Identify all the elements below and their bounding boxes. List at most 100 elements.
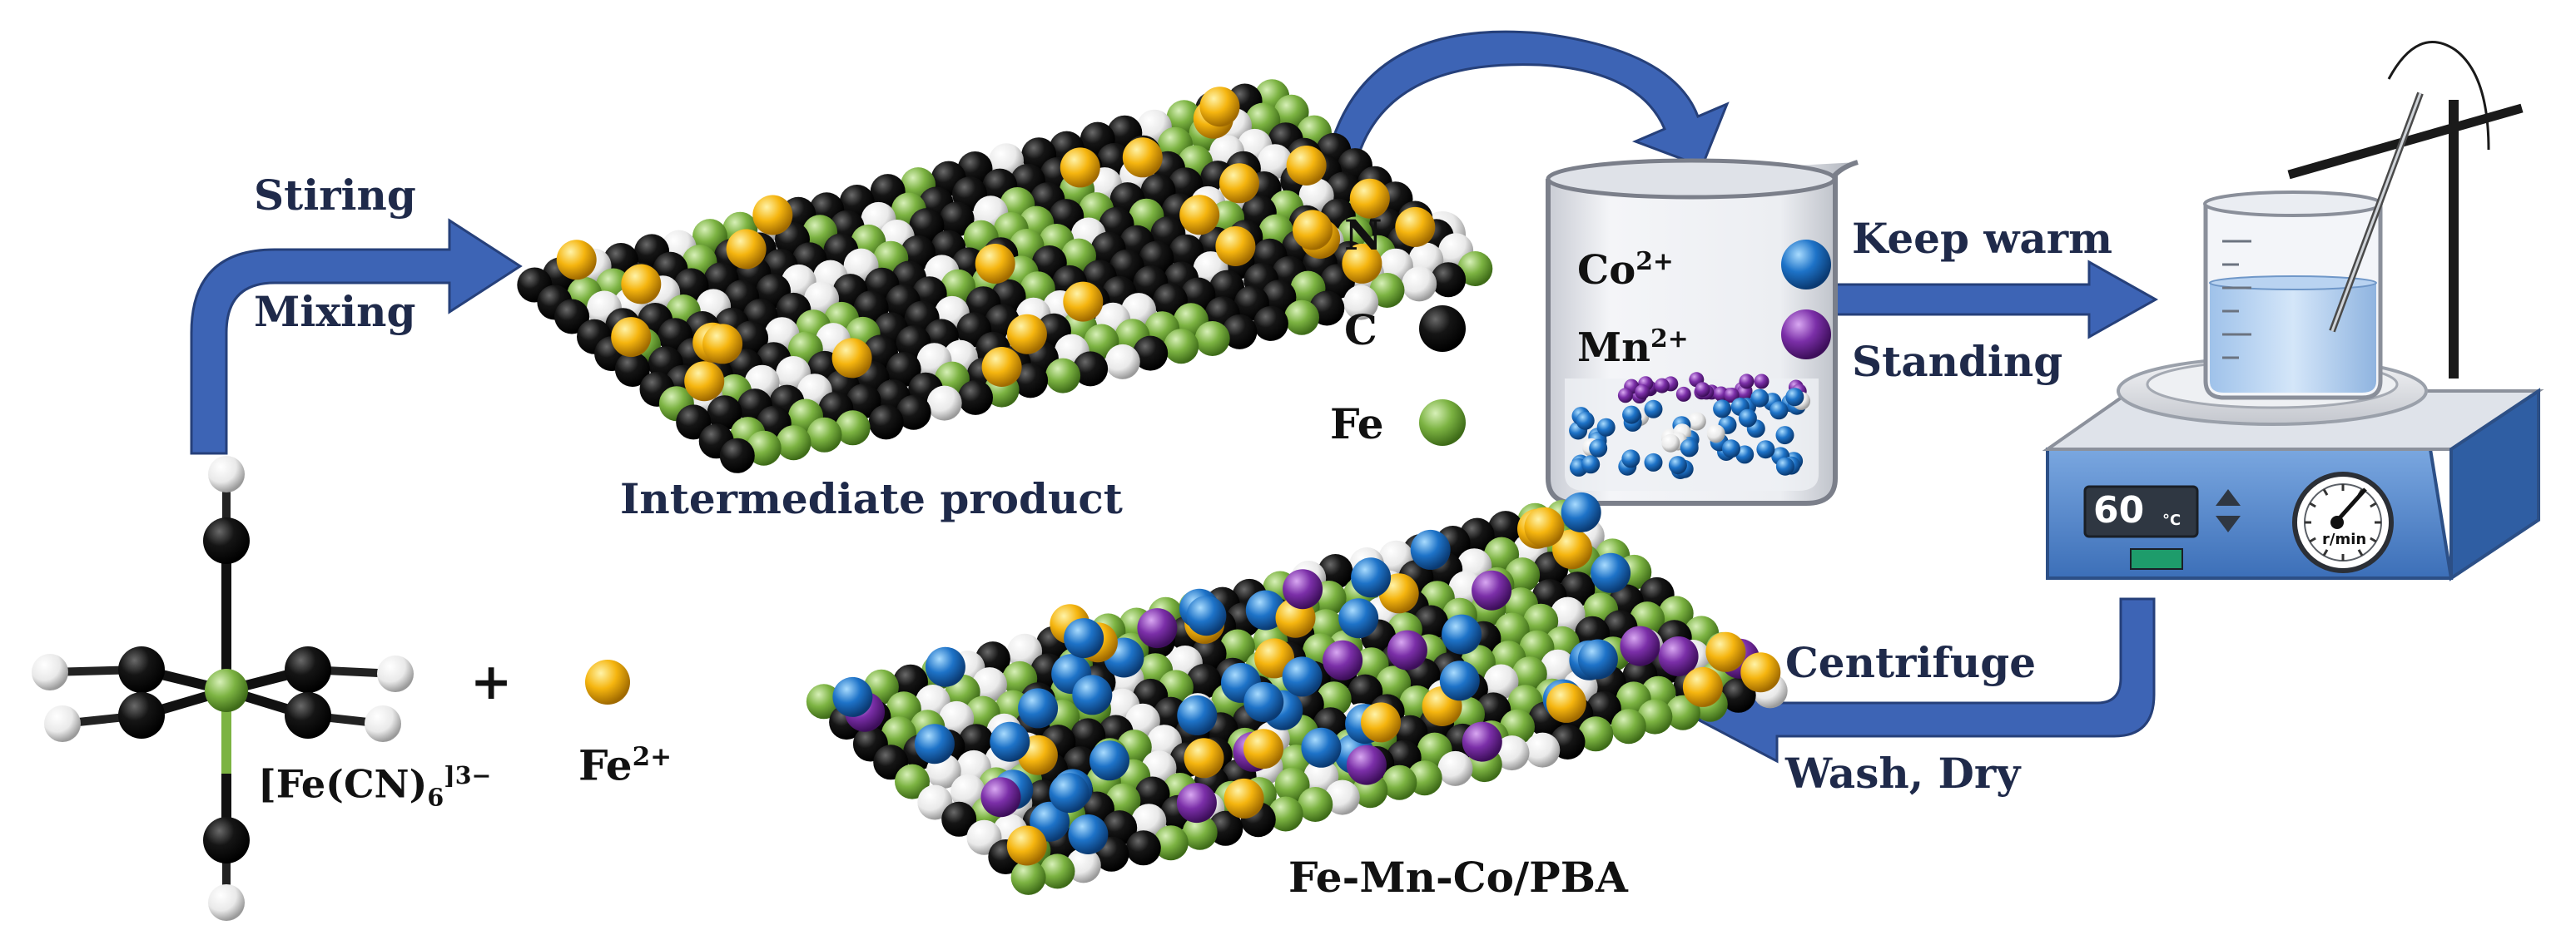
lattice-atom [1125,830,1161,866]
intermediate-lattice [517,79,1493,473]
lattice-atom [941,269,976,304]
lattice-ion-atom [1223,778,1264,819]
temperature-unit: °C [2162,512,2181,529]
lattice-ion-atom [1658,636,1699,676]
lattice-ion-atom [1184,738,1224,779]
legend-fe-atom [1419,399,1466,446]
lattice-atom [1382,764,1417,800]
lattice-atom [707,395,742,431]
lattice-atom [1194,321,1230,356]
lattice-fe2-atom [1006,314,1047,354]
lattice-atom [1273,94,1309,130]
label-wash-dry: Wash, Dry [1785,749,2021,798]
lattice-ion-atom [1186,596,1227,636]
lattice-atom [868,404,904,440]
lattice-ion-atom [1577,639,1618,680]
lattice-atom [886,352,921,388]
lattice-ion-atom [1705,631,1746,672]
lattice-atom [1253,305,1288,341]
lattice-ion-atom [1089,740,1129,781]
temperature-value: 60 [2093,489,2145,532]
clamp-stand [2287,41,2524,379]
lattice-ion-atom [1018,688,1059,729]
nitrogen-atom [44,705,81,742]
lattice-ion-atom [1524,507,1565,547]
process-arrow-stirring [190,218,523,455]
mn-ion-atom [1737,385,1753,401]
lattice-atom [846,383,881,419]
lattice-atom [1324,779,1360,815]
mn-ion-label: Mn2+ [1577,324,1689,371]
lattice-ion-atom [1072,675,1113,715]
lattice-ion-atom [1177,695,1218,735]
co-ion-atom [1644,399,1663,418]
lattice-ion-atom [1049,773,1089,814]
lattice-atom [1316,681,1352,717]
lattice-fe2-atom [1293,210,1333,250]
co-ion-atom [1687,412,1706,431]
lattice-atom [835,410,871,446]
lattice-atom [746,430,782,466]
co-ion-atom [1750,388,1769,408]
lattice-atom [1343,285,1379,320]
lattice-atom [806,684,841,720]
nitrogen-atom [377,656,414,692]
co-ion-atom [1769,401,1789,420]
co-ion-atom [1661,433,1680,453]
lattice-ion-atom [1442,614,1482,655]
lattice-atom [673,268,709,304]
lattice-atom [972,667,1007,703]
dial-tick [2322,488,2329,496]
fe2-ion-label: Fe2+ [578,740,673,790]
temp-up-arrow-icon [2216,489,2241,506]
lattice-ion-atom [980,777,1021,818]
nitrogen-atom [208,884,245,921]
lattice-atom [958,379,993,415]
lattice-atom [776,425,812,461]
lattice-atom [1153,825,1189,861]
label-stirring: Stiring [254,171,416,220]
dial-tick [2370,537,2377,543]
lattice-ion-atom [1243,729,1283,769]
process-arrow-centrifuge [1695,597,2156,764]
plus-sign: + [470,653,513,711]
lattice-ion-atom [1006,825,1047,866]
lattice-atom [1169,234,1204,270]
lattice-atom [1550,596,1586,632]
lattice-ion-atom [1068,814,1109,854]
lattice-atom [1182,814,1218,850]
lattice-atom [1261,280,1297,315]
lattice-atom [1457,251,1493,286]
carbon-atom [285,692,331,739]
lattice-fe2-atom [975,244,1015,284]
lattice-atom [941,801,977,837]
fe2-ion-atom [585,660,630,705]
label-centrifuge: Centrifuge [1785,638,2037,687]
ferricyanide-label: [Fe(CN)6]3− [258,761,492,812]
lattice-fe2-atom [611,317,652,358]
lattice-atom [1133,335,1169,371]
lattice-atom [1219,629,1255,665]
lattice-ion-atom [1546,682,1586,723]
process-arrow-keep-warm [1834,260,2159,339]
final-lattice [806,492,1788,895]
lattice-ion-atom [1740,652,1781,693]
lattice-atom [1104,344,1140,379]
power-switch [2130,548,2183,570]
magnetic-stirrer [2042,356,2544,581]
lattice-fe2-atom [1215,226,1256,266]
lattice-fe2-atom [831,338,872,379]
lattice-fe2-atom [752,195,793,235]
lattice-atom [676,404,712,440]
lattice-ion-atom [1591,552,1631,593]
co-ion-atom [1775,426,1794,445]
beaker-particles [1569,372,1811,479]
lattice-atom [926,385,962,421]
lattice-atom [1073,351,1109,387]
lattice-fe2-atom [726,229,767,270]
label-keep-warm: Keep warm [1852,214,2113,263]
lattice-ion-atom [1361,702,1401,743]
dial-tick [2309,502,2316,508]
lattice-atom [1274,767,1310,803]
lattice-fe2-atom [1122,137,1163,178]
